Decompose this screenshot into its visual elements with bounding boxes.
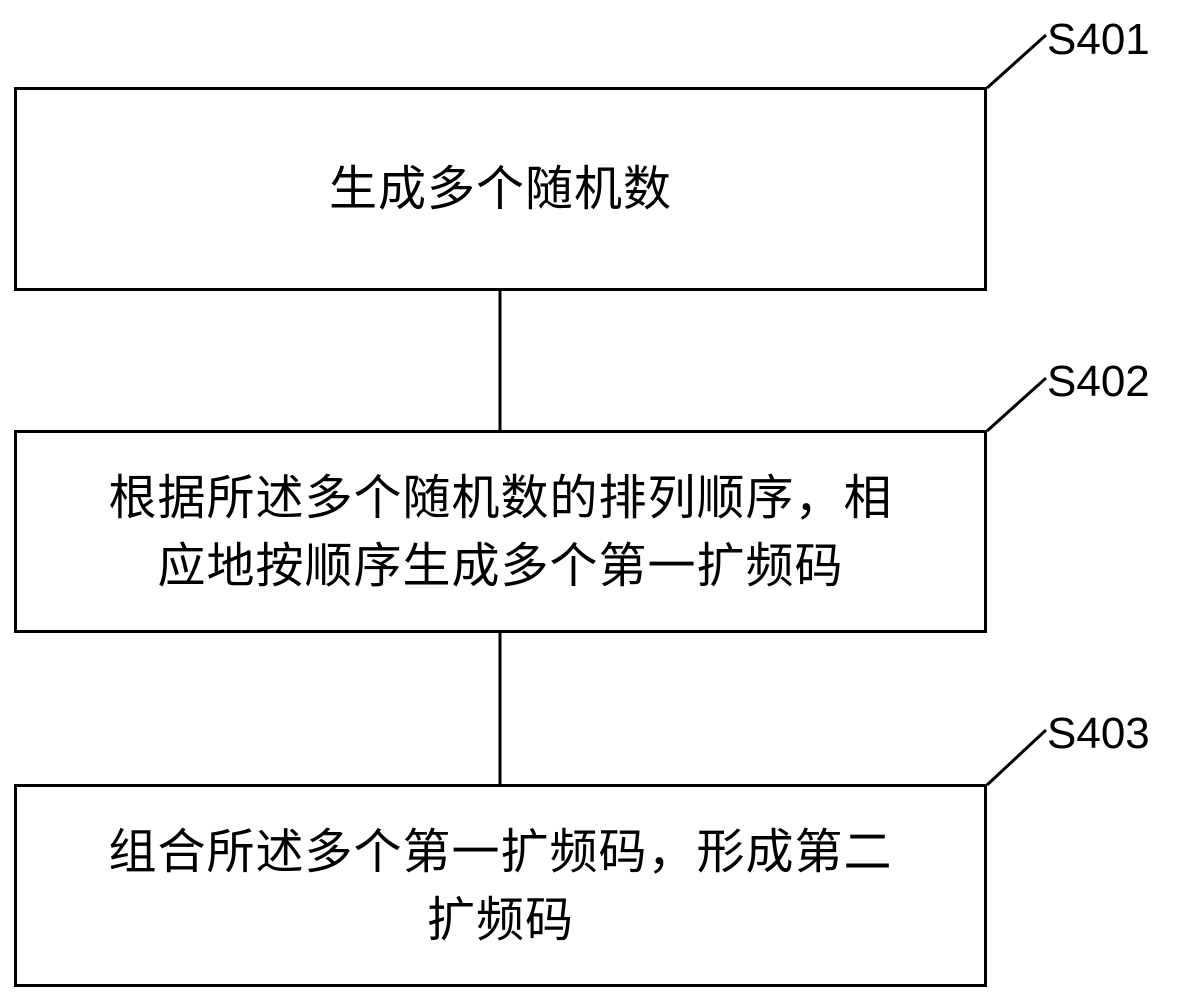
step-text-s402: 根据所述多个随机数的排列顺序，相 应地按顺序生成多个第一扩频码: [108, 469, 893, 594]
step-text-s401: 生成多个随机数: [328, 161, 672, 217]
step-label-s403: S403: [1047, 709, 1150, 758]
step-box-s403: 组合所述多个第一扩频码，形成第二 扩频码: [14, 784, 987, 987]
step-box-s401: 生成多个随机数: [14, 87, 987, 291]
leader-line-s401: [985, 33, 1048, 90]
step-label-s402: S402: [1047, 357, 1150, 406]
leader-line-s402: [985, 376, 1048, 433]
leader-line-s403: [985, 728, 1048, 787]
step-box-s402: 根据所述多个随机数的排列顺序，相 应地按顺序生成多个第一扩频码: [14, 430, 987, 633]
step-text-s403: 组合所述多个第一扩频码，形成第二 扩频码: [108, 823, 893, 948]
step-label-s401: S401: [1047, 15, 1150, 64]
